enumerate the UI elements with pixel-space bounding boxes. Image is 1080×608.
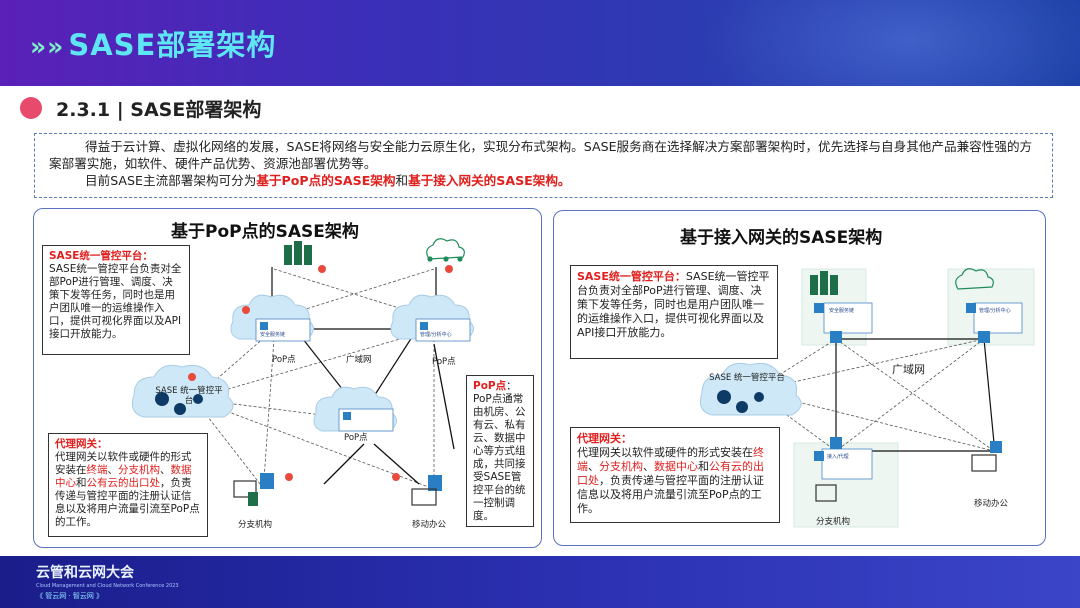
mgmt-platform-callout: SASE统一管控平台： SASE统一管控平台负责对全部PoP进行管理、调度、决策… (42, 245, 190, 355)
proxy-branch: 分支机构 (118, 464, 160, 476)
chevrons-icon: »» (30, 32, 65, 61)
mgmt-callout-heading: SASE统一管控平台： (49, 250, 153, 262)
gateway-card-label-2: 管理/分析中心 (979, 308, 1011, 314)
pop-label-3: PoP点 (344, 433, 368, 443)
header-banner: »»SASE部署架构 (0, 0, 1080, 86)
logo-sub-text: Cloud Management and Cloud Network Confe… (36, 583, 179, 589)
gateway-mgmt-body: SASE统一管控平台负责对全部PoP进行管理、调度、决策下发等任务，同时也是用户… (577, 270, 770, 339)
intro-box: 得益于云计算、虚拟化网络的发展，SASE将网络与安全能力云原生化，实现分布式架构… (34, 133, 1053, 198)
gateway-branch-label: 分支机构 (816, 517, 851, 527)
proxy-callout-heading: 代理网关： (55, 438, 108, 450)
logo-tagline: 《 管云网 · 智云网 》 (36, 592, 104, 600)
gateway-card-label-3: 接入/代理 (827, 454, 849, 460)
pop-callout-body: ：PoP点通常由机房、公有云、私有云、数据中心等方式组成，共同接受SASE管控平… (473, 380, 526, 522)
gateway-proxy-callout: 代理网关： 代理网关以软件或硬件的形式安装在终端、分支机构、数据中心和公有云的出… (570, 427, 780, 523)
intro-pop-arch: 基于PoP点的SASE架构 (256, 173, 396, 188)
gateway-wan-label: 广域网 (892, 363, 925, 376)
gateway-mobile-label: 移动办公 (974, 499, 1009, 509)
proxy-terminal: 终端 (86, 464, 108, 476)
gateway-mgmt-heading: SASE统一管控平台： (577, 270, 686, 283)
section-title: 2.3.1 | SASE部署架构 (56, 99, 262, 121)
gw-proxy-sep-2: 、 (643, 460, 654, 473)
proxy-sep-3: 和 (76, 477, 87, 489)
proxy-sep-1: 、 (107, 464, 119, 476)
slide-title-text: SASE部署架构 (68, 28, 277, 62)
proxy-cloud-exit: 公有云的出口处 (86, 477, 161, 489)
proxy-datacenter: 数据中心 (55, 464, 192, 489)
banner-glow (700, 0, 1080, 86)
gateway-diagram (699, 268, 1035, 528)
gw-proxy-cloud-exit: 公有云的出口处 (577, 460, 764, 487)
gateway-panel-title: 基于接入网关的SASE架构 (680, 228, 883, 248)
pop-architecture-panel: 基于PoP点的SASE架构 (33, 208, 542, 548)
card-label-2: 管理/分析中心 (420, 332, 452, 338)
pop-label-2: PoP点 (432, 357, 456, 367)
gw-proxy-text-1: 代理网关以软件或硬件的形式安装在 (577, 446, 753, 459)
gw-proxy-text-2: ，负责传递与管控平面的注册认证信息以及将用户流量引流至PoP点的工作。 (577, 474, 764, 515)
intro-para2: 目前SASE主流部署架构可分为基于PoP点的SASE架构和基于接入网关的SASE… (49, 172, 1038, 189)
pop-label-1: PoP点 (272, 355, 296, 365)
intro-and: 和 (395, 173, 409, 188)
proxy-text-1: 代理网关以软件或硬件的形式安装在 (55, 451, 192, 476)
section-bullet-icon (20, 97, 42, 119)
slide-title: »»SASE部署架构 (30, 22, 276, 64)
gateway-proxy-heading: 代理网关： (577, 432, 632, 445)
pop-panel-title: 基于PoP点的SASE架构 (171, 222, 359, 242)
gateway-architecture-panel: 基于接入网关的SASE架构 (553, 210, 1046, 546)
sase-cloud-label: SASE 统一管控平台 (155, 386, 223, 406)
gw-proxy-branch: 分支机构 (599, 460, 643, 473)
footer-bar: 云管和云网大会 Cloud Management and Cloud Netwo… (0, 556, 1080, 608)
conference-logo: 云管和云网大会 Cloud Management and Cloud Netwo… (36, 562, 179, 601)
pop-callout-heading: PoP点 (473, 380, 507, 392)
gw-proxy-terminal: 终端 (577, 446, 764, 473)
mgmt-callout-body: SASE统一管控平台负责对全部PoP进行管理、调度、决策下发等任务，同时也是用户… (49, 263, 182, 340)
proxy-text-2: ，负责传递与管控平面的注册认证信息以及将用户流量引流至PoP点的工作。 (55, 477, 200, 528)
gateway-sase-cloud-label: SASE 统一管控平台 (709, 373, 785, 383)
wan-label: 广域网 (346, 355, 372, 365)
proxy-gateway-callout: 代理网关： 代理网关以软件或硬件的形式安装在终端、分支机构、数据中心和公有云的出… (48, 433, 208, 537)
intro-para2-prefix: 目前SASE主流部署架构可分为 (85, 173, 257, 188)
logo-main-text: 云管和云网大会 (36, 565, 134, 581)
intro-para1: 得益于云计算、虚拟化网络的发展，SASE将网络与安全能力云原生化，实现分布式架构… (49, 139, 1033, 171)
gw-proxy-sep-3: 和 (698, 460, 709, 473)
gw-proxy-datacenter: 数据中心 (654, 460, 698, 473)
gw-proxy-sep-1: 、 (588, 460, 599, 473)
mobile-label: 移动办公 (412, 520, 447, 530)
intro-gateway-arch: 基于接入网关的SASE架构。 (408, 173, 571, 188)
gateway-mgmt-callout: SASE统一管控平台：SASE统一管控平台负责对全部PoP进行管理、调度、决策下… (570, 265, 778, 359)
pop-callout: PoP点：PoP点通常由机房、公有云、私有云、数据中心等方式组成，共同接受SAS… (466, 375, 534, 527)
gateway-card-label-1: 安全服务链 (829, 308, 855, 314)
pop-diagram (131, 238, 474, 506)
branch-label: 分支机构 (238, 520, 273, 530)
proxy-sep-2: 、 (160, 464, 171, 476)
card-label-1: 安全服务链 (260, 332, 286, 338)
